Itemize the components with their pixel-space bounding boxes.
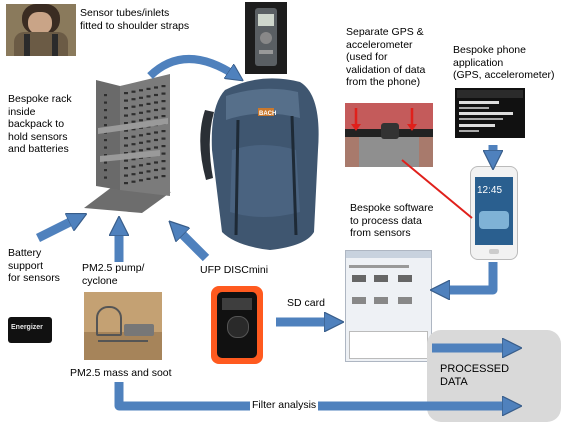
arrow-phone-to-software <box>440 262 498 290</box>
phone-app-screenshot <box>455 88 525 138</box>
label-bespoke-rack: Bespoke rack inside backpack to hold sen… <box>8 93 72 155</box>
gps-belt-photo <box>345 103 433 167</box>
validation-line <box>401 159 473 219</box>
phone-clock: 12:45 <box>477 185 503 196</box>
pump-photo <box>84 292 162 360</box>
smartphone-illustration: 12:45 <box>470 166 518 260</box>
battery-brand: Energizer <box>11 324 43 331</box>
battery-photo: Energizer <box>8 317 52 343</box>
label-ufp-discmini: UFP DISCmini <box>200 264 269 276</box>
label-separate-gps: Separate GPS & accelerometer (used for v… <box>346 26 426 88</box>
label-processed-data: PROCESSED DATA <box>440 363 510 388</box>
label-bespoke-software: Bespoke software to process data from se… <box>350 202 434 239</box>
label-pm25-mass-soot: PM2.5 mass and soot <box>70 367 172 379</box>
label-phone-application: Bespoke phone application (GPS, accelero… <box>453 44 555 81</box>
label-sensor-tubes: Sensor tubes/inlets fitted to shoulder s… <box>80 7 190 32</box>
arrow-rack-to-backpack <box>147 55 236 76</box>
arrow-battery-to-rack <box>35 218 78 243</box>
label-filter-analysis: Filter analysis <box>250 399 319 412</box>
software-screenshot <box>345 250 432 362</box>
ufp-discmini-device <box>211 286 263 364</box>
instrument-photo <box>245 2 287 74</box>
label-battery-support: Battery support for sensors <box>8 247 60 284</box>
person-photo <box>6 4 76 56</box>
label-pm25-pump: PM2.5 pump/ cyclone <box>82 262 145 287</box>
arrow-filter-analysis <box>114 382 512 406</box>
label-sd-card: SD card <box>287 297 325 309</box>
arrow-discmini-to-rack <box>176 228 210 262</box>
